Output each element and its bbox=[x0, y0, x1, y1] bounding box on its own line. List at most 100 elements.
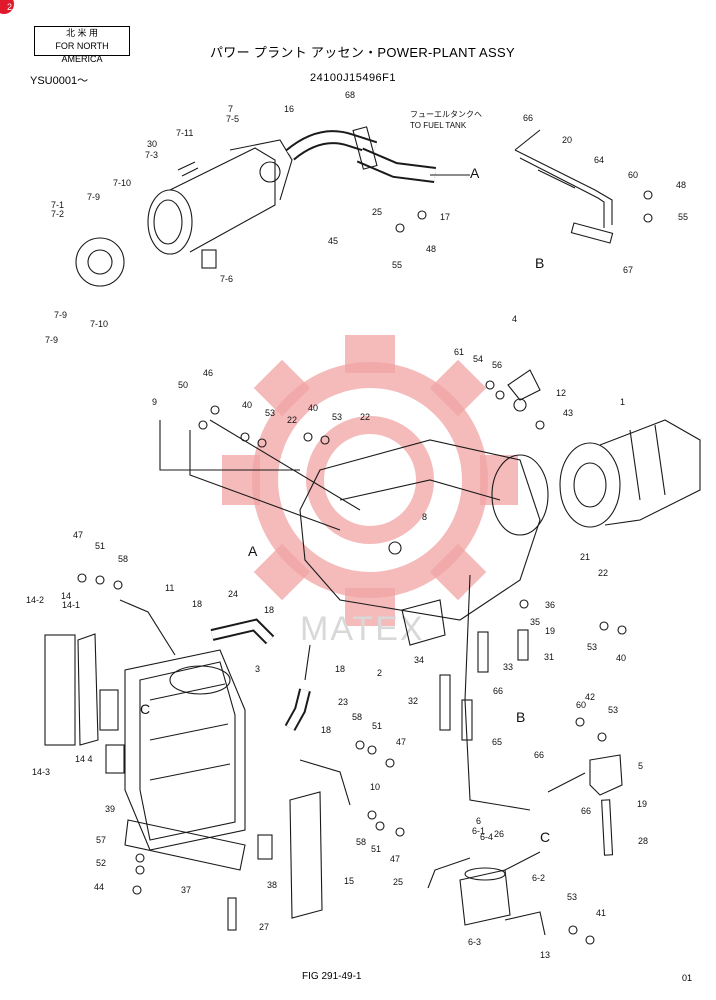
callout-label: 60 bbox=[628, 170, 638, 180]
assembly-part-number: 24100J15496F1 bbox=[310, 72, 397, 84]
callout-label: 14-3 bbox=[32, 767, 50, 777]
callout-label: 22 bbox=[598, 568, 608, 578]
cover-15 bbox=[289, 791, 323, 919]
callout-label: 7-9 bbox=[87, 192, 100, 202]
callout-label: 38 bbox=[267, 880, 277, 890]
callout-label: 7-2 bbox=[51, 209, 64, 219]
callout-label: 33 bbox=[503, 662, 513, 672]
callout-label: 34 bbox=[414, 655, 424, 665]
callout-label: 18 bbox=[264, 605, 274, 615]
callout-label: 58 bbox=[118, 554, 128, 564]
bolt-group bbox=[77, 190, 653, 945]
callout-label: 56 bbox=[492, 360, 502, 370]
callout-label: 40 bbox=[616, 653, 626, 663]
page-number: 01 bbox=[682, 973, 693, 983]
ref-letter-b-top: B bbox=[535, 255, 544, 271]
shroud-14-2 bbox=[44, 634, 76, 746]
callout-label: 58 bbox=[356, 837, 366, 847]
callout-label: 50 bbox=[178, 380, 188, 390]
callout-label: 66 bbox=[581, 806, 591, 816]
callout-label: 21 bbox=[580, 552, 590, 562]
callout-label: 28 bbox=[638, 836, 648, 846]
callout-label: 53 bbox=[567, 892, 577, 902]
callout-label: 7 bbox=[228, 104, 233, 114]
callout-label: 14 bbox=[61, 591, 71, 601]
callout-label: 65 bbox=[492, 737, 502, 747]
callout-label: 54 bbox=[473, 354, 483, 364]
callout-label: 48 bbox=[426, 244, 436, 254]
callout-label: 47 bbox=[396, 737, 406, 747]
ref-letter-a-engine: A bbox=[248, 543, 258, 559]
fuel-lines bbox=[514, 149, 614, 244]
callout-label: 40 bbox=[242, 400, 252, 410]
callout-label: 22 bbox=[287, 415, 297, 425]
callout-label: 6 bbox=[476, 816, 481, 826]
callout-label: 10 bbox=[370, 782, 380, 792]
tube-10 bbox=[299, 759, 351, 806]
callout-label: 51 bbox=[371, 844, 381, 854]
callout-label: 47 bbox=[73, 530, 83, 540]
callout-label: 25 bbox=[393, 877, 403, 887]
callout-label: 7-6 bbox=[220, 274, 233, 284]
callout-label: 32 bbox=[408, 696, 418, 706]
callout-label: 15 bbox=[344, 876, 354, 886]
callout-label: 40 bbox=[308, 403, 318, 413]
callout-label: 3 bbox=[255, 664, 260, 674]
callout-label: 19 bbox=[545, 626, 555, 636]
serial-range: YSU0001～ bbox=[30, 75, 89, 87]
pad-38 bbox=[257, 834, 273, 860]
callout-label: 51 bbox=[372, 721, 382, 731]
seal-14-1 bbox=[77, 633, 99, 746]
radiator bbox=[124, 649, 246, 851]
callout-label: 7-11 bbox=[176, 128, 193, 138]
callout-label: 9 bbox=[152, 397, 157, 407]
bracket-37 bbox=[124, 819, 246, 871]
callout-label: 67 bbox=[623, 265, 633, 275]
pipe-33 bbox=[477, 631, 489, 673]
callout-label: 26 bbox=[494, 829, 504, 839]
callout-label: 14 4 bbox=[75, 754, 93, 764]
callout-label: 35 bbox=[530, 617, 540, 627]
callout-label: 13 bbox=[540, 950, 550, 960]
callout-label: 66 bbox=[493, 686, 503, 696]
callout-label: 14-2 bbox=[26, 595, 44, 605]
callout-label: 18 bbox=[335, 664, 345, 674]
callout-label: 7-9 bbox=[45, 335, 58, 345]
region-label-jp: 北 米 用 bbox=[65, 28, 98, 38]
callout-label: 53 bbox=[587, 642, 597, 652]
callout-label: 52 bbox=[96, 858, 106, 868]
callout-label: 68 bbox=[345, 90, 355, 100]
callout-label: 22 bbox=[360, 412, 370, 422]
ref-letter-c-reservoir: C bbox=[540, 829, 550, 845]
callout-label: 18 bbox=[321, 725, 331, 735]
pipe-31 bbox=[517, 629, 529, 661]
leader-lines bbox=[159, 419, 361, 531]
callout-label: 17 bbox=[440, 212, 450, 222]
callout-label: 7-5 bbox=[226, 114, 239, 124]
callout-label: 6-4 bbox=[480, 832, 493, 842]
callout-label: 41 bbox=[596, 908, 606, 918]
callout-label: 66 bbox=[534, 750, 544, 760]
callout-label: 2 bbox=[377, 668, 382, 678]
figure-number: FIG 291-49-1 bbox=[302, 971, 362, 982]
callout-label: 24 bbox=[228, 589, 238, 599]
pad-39 bbox=[105, 744, 125, 774]
corner-badge: 2 bbox=[0, 0, 14, 14]
callout-label: 44 bbox=[94, 882, 104, 892]
hydraulic-pump bbox=[559, 419, 701, 528]
callout-label: 7-10 bbox=[90, 319, 108, 329]
callout-label: 4 bbox=[512, 314, 517, 324]
callout-label: 19 bbox=[637, 799, 647, 809]
elbow-4 bbox=[507, 369, 541, 401]
ref-letter-a-top: A bbox=[470, 165, 480, 181]
callout-label: 5 bbox=[638, 761, 643, 771]
watermark-text: MATEX bbox=[300, 610, 425, 648]
callout-label: 55 bbox=[392, 260, 402, 270]
callout-labels: 77-57-11307-37-107-97-17-27-67-97-107-91… bbox=[26, 90, 688, 960]
callout-label: 39 bbox=[105, 804, 115, 814]
callout-label: 60 bbox=[576, 700, 586, 710]
region-label-box: 北 米 用 FOR NORTH AMERICA bbox=[34, 26, 130, 64]
callout-label: 7-9 bbox=[54, 310, 67, 320]
pipe-32 bbox=[439, 674, 451, 731]
